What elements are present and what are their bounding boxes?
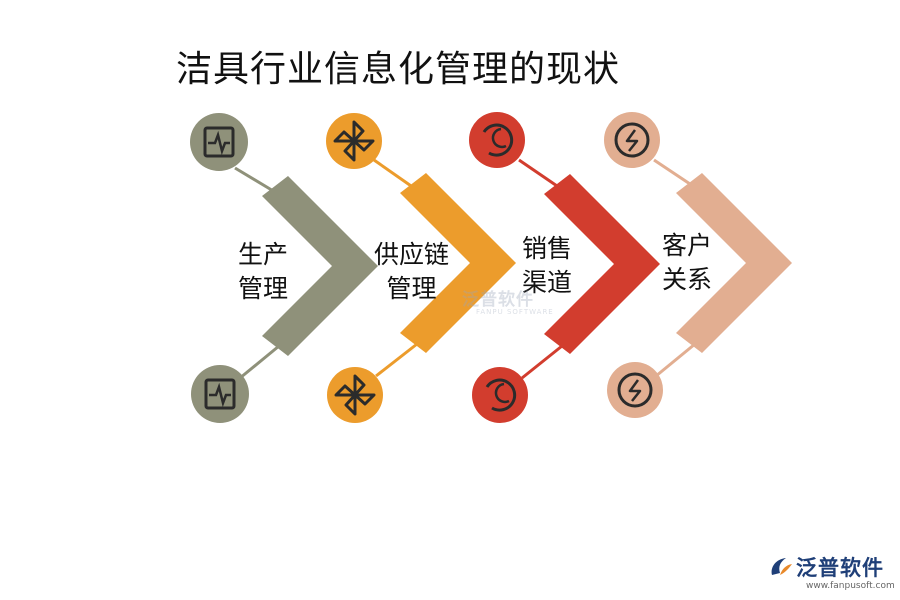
step-label-line: 关系 [662, 265, 713, 294]
connector-line [653, 158, 694, 188]
chevron-arrow [544, 174, 660, 354]
step-label-supply-chain: 供应链 管理 [374, 238, 449, 306]
pulse-monitor-icon [190, 113, 248, 171]
connector-line [375, 342, 418, 378]
watermark: 泛普软件 FANPU SOFTWARE [462, 285, 554, 316]
connector-line [655, 342, 696, 378]
step-label-line: 管理 [238, 274, 289, 303]
connector-line [234, 166, 276, 194]
connector-line [521, 344, 563, 380]
step-sales-channel [469, 112, 660, 423]
step-label-line: 生产 [238, 240, 289, 269]
pinwheel-icon [326, 113, 382, 169]
page-title: 洁具行业信息化管理的现状 [176, 49, 621, 90]
step-label-line: 销售 [522, 234, 573, 263]
pulse-monitor-icon [191, 365, 249, 423]
step-label-sales-channel: 销售 渠道 [522, 232, 572, 300]
brand-url: www.fanpusoft.com [806, 581, 895, 591]
chevron-arrow [400, 173, 516, 353]
step-production [190, 113, 378, 423]
step-supply-chain [326, 113, 516, 423]
step-label-customer-relations: 客户 关系 [662, 229, 712, 297]
chevron-arrow [676, 173, 792, 353]
connector-line [239, 344, 280, 380]
step-label-line: 管理 [386, 274, 437, 303]
lightning-bolt-icon [607, 362, 663, 418]
brand-name: 泛普软件 [796, 556, 884, 580]
pinwheel-icon [327, 367, 383, 423]
step-label-production: 生产 管理 [238, 238, 288, 306]
brand-logo: 泛普软件 www.fanpusoft.com [768, 552, 895, 591]
circular-arrows-icon [472, 367, 528, 423]
brand-logo-icon [771, 558, 792, 575]
connector-line [373, 158, 415, 190]
circular-arrows-icon [469, 112, 525, 168]
step-label-line: 渠道 [522, 268, 573, 297]
connector-line [518, 158, 561, 190]
lightning-bolt-icon [604, 112, 660, 168]
step-label-line: 供应链 [374, 240, 450, 269]
watermark-subtext: FANPU SOFTWARE [476, 308, 554, 316]
step-customer-relations [604, 112, 792, 418]
watermark-text: 泛普软件 [462, 290, 534, 310]
step-label-line: 客户 [662, 231, 713, 260]
chevron-arrow [262, 176, 378, 356]
